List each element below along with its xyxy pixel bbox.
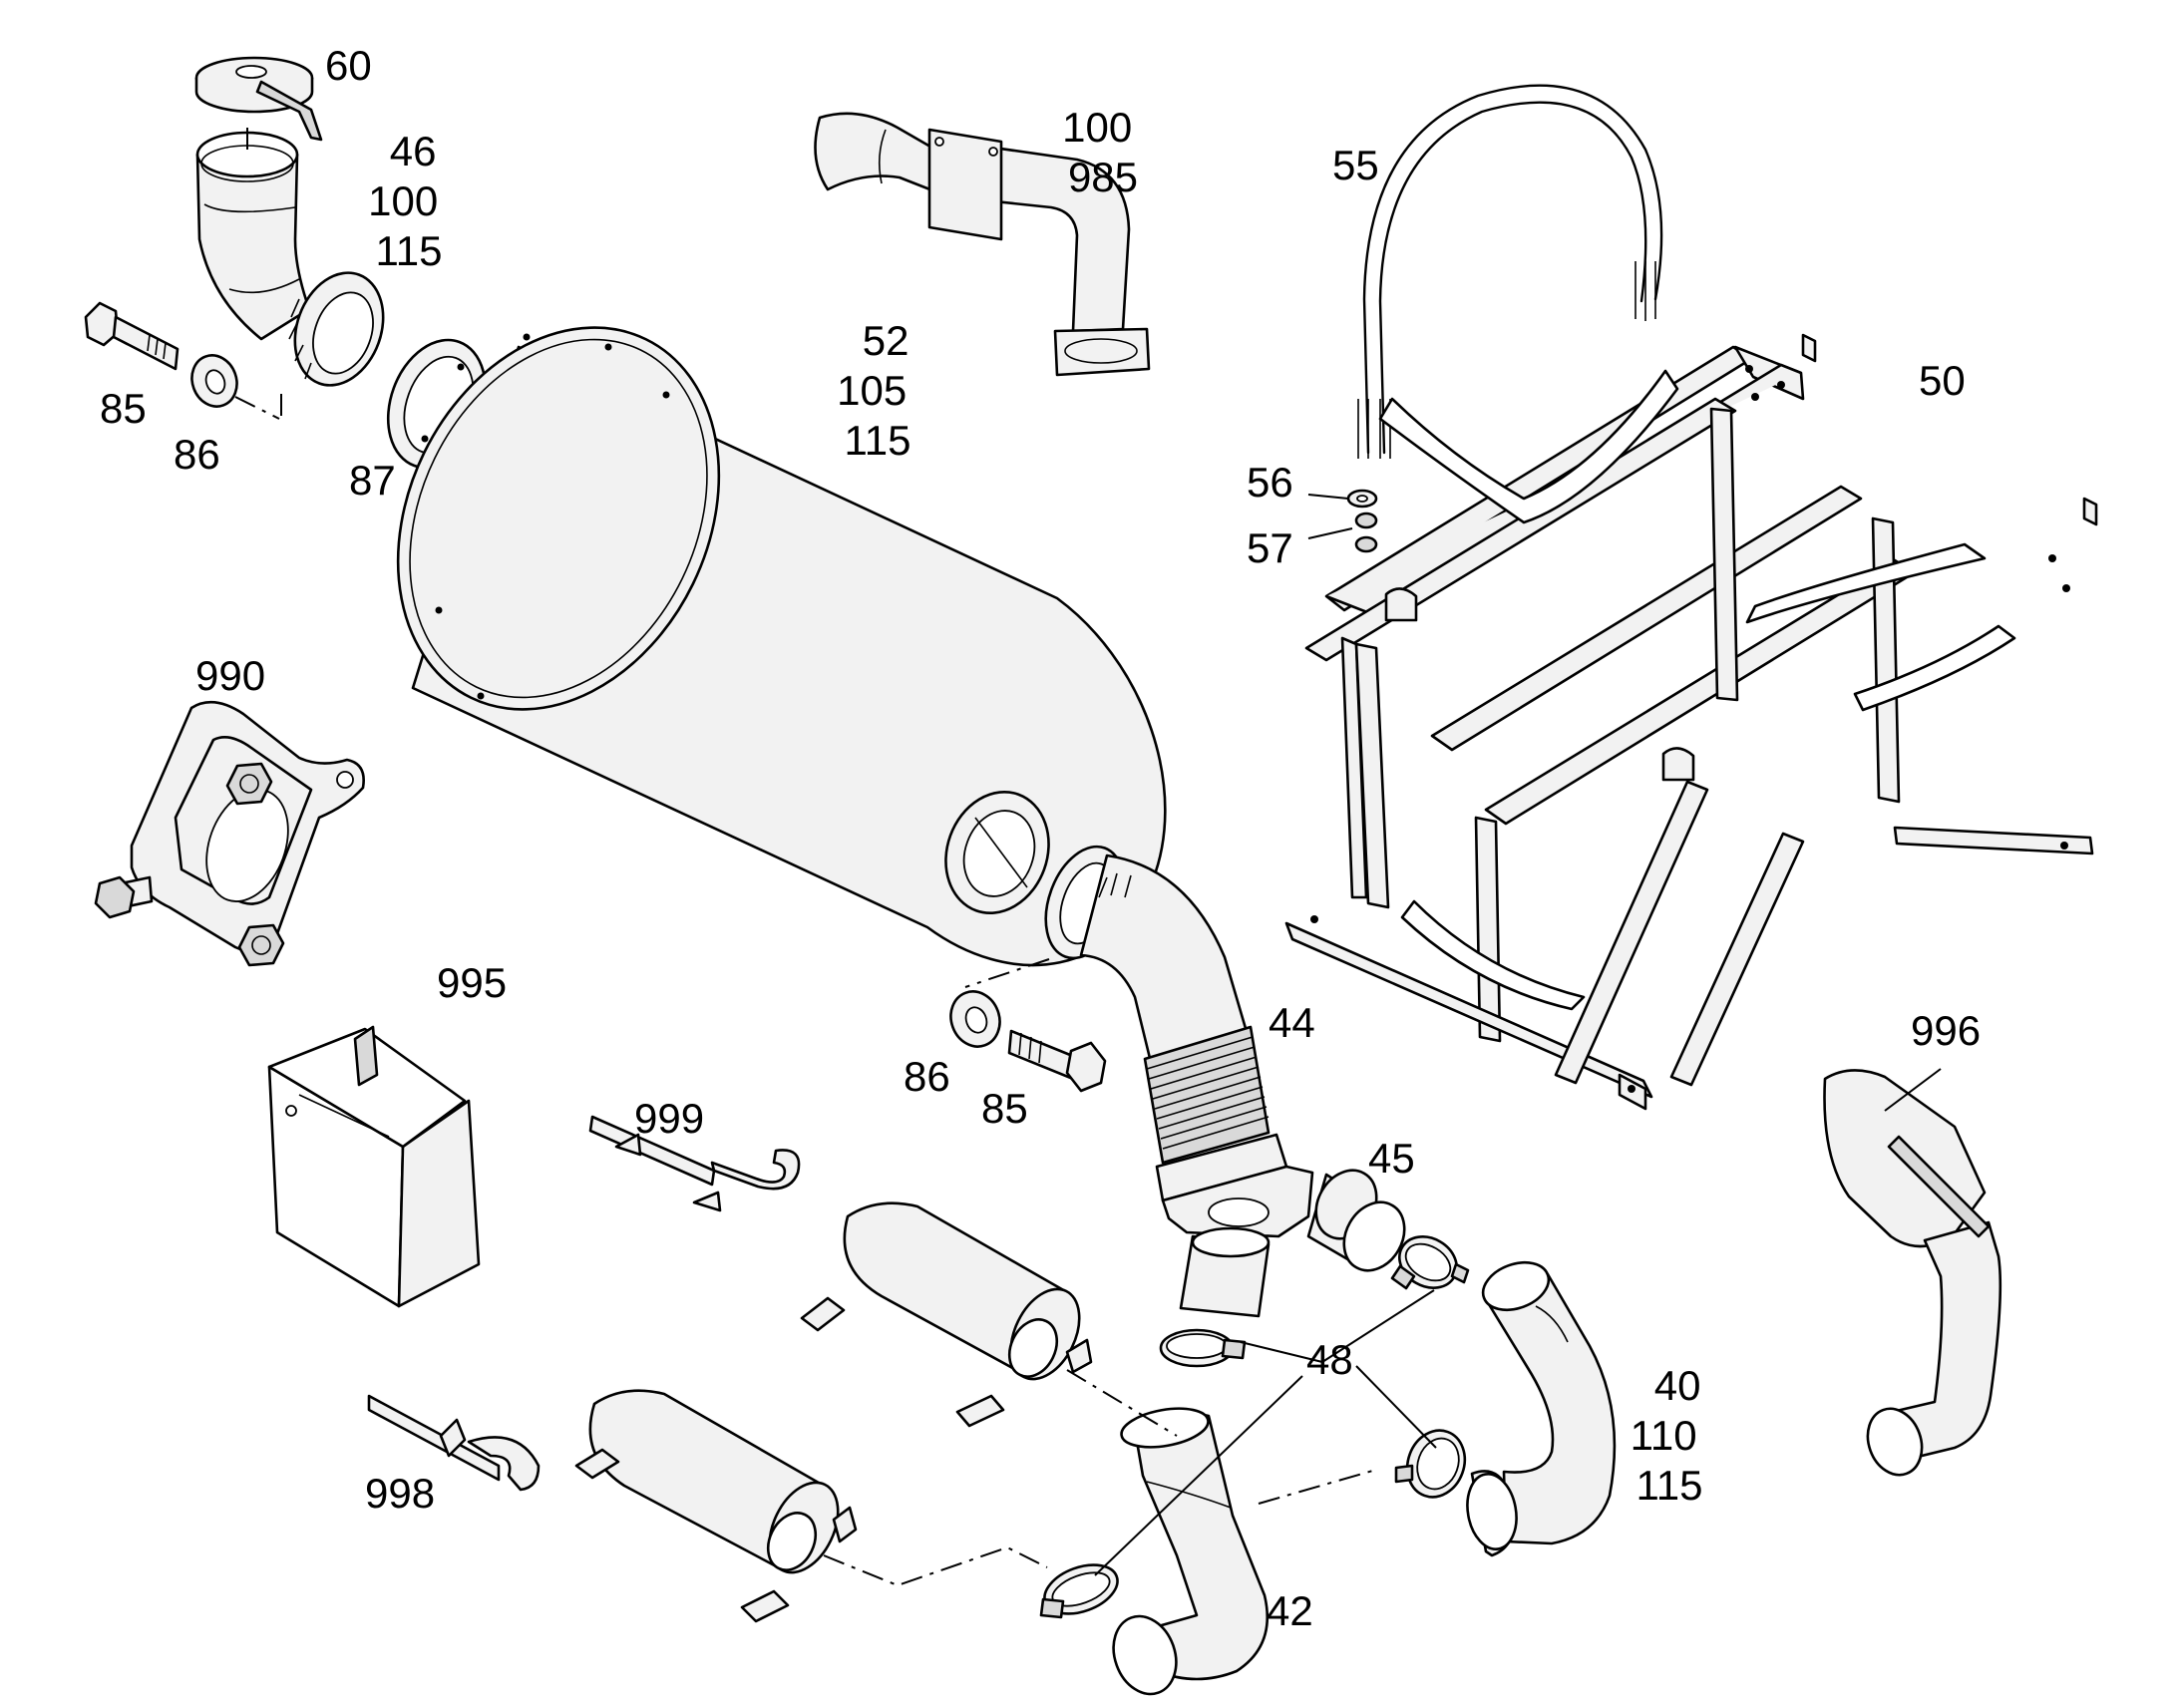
callout-55: 55 xyxy=(1332,142,1379,188)
callout-52-105-115: 52 105 115 xyxy=(837,317,920,464)
callout-57: 57 xyxy=(1247,524,1293,571)
support-frame-part-50 xyxy=(1284,333,2098,1111)
callout-87: 87 xyxy=(349,457,396,504)
callout-46-100-115: 46 100 115 xyxy=(368,128,450,274)
callout-40-110-115: 40 110 115 xyxy=(1631,1362,1713,1509)
clamp-part-48-a xyxy=(1159,1328,1247,1368)
callout-999: 999 xyxy=(634,1095,704,1142)
silencer-drum-part-52 xyxy=(396,326,1167,967)
callout-42: 42 xyxy=(1267,1587,1313,1634)
bracket-part-999 xyxy=(588,1115,801,1212)
washer-part-86-lower xyxy=(949,990,1001,1048)
muffler-lower xyxy=(574,1389,858,1623)
callout-998: 998 xyxy=(365,1470,435,1517)
callout-990: 990 xyxy=(195,652,265,699)
leader-lines xyxy=(246,128,1942,1576)
clamp-part-48-b xyxy=(1390,1235,1470,1290)
upper-elbow-pipe-part-46 xyxy=(195,131,385,387)
callout-995: 995 xyxy=(437,959,507,1006)
callout-50: 50 xyxy=(1919,357,1966,404)
leader-57 xyxy=(1307,527,1353,539)
clamp-part-48-d xyxy=(1039,1563,1119,1619)
y-pipe-part-42 xyxy=(1112,1407,1270,1696)
bellows-elbow-part-44 xyxy=(1044,845,1314,1238)
bracket-part-998 xyxy=(367,1394,541,1492)
bent-pipe-part-40 xyxy=(1466,1260,1617,1557)
bolt-part-85-lower xyxy=(1007,1029,1107,1093)
assembly-line-washer-86-upper xyxy=(234,396,280,420)
drum-rivets xyxy=(421,333,670,700)
callout-86-lower: 86 xyxy=(904,1053,950,1100)
heat-shield-part-995 xyxy=(267,1025,481,1308)
muffler-upper xyxy=(800,1201,1093,1428)
u-strap-part-55 xyxy=(1357,84,1663,459)
tail-pipe-part-100 xyxy=(814,112,1151,377)
rain-cap-part-60 xyxy=(194,56,323,142)
callout-85-lower: 85 xyxy=(981,1085,1028,1132)
clamp-part-48-c xyxy=(1394,1429,1467,1499)
callout-56: 56 xyxy=(1247,459,1293,506)
washer-part-86-upper xyxy=(190,354,238,408)
washer-part-56 xyxy=(1346,489,1378,509)
leader-56 xyxy=(1307,494,1349,500)
callout-60: 60 xyxy=(325,42,372,89)
exhaust-flange-part-990 xyxy=(94,700,365,967)
callout-45: 45 xyxy=(1368,1135,1415,1182)
nut-part-57 xyxy=(1354,512,1378,553)
callout-996: 996 xyxy=(1911,1007,1981,1054)
outlet-sleeve-lower xyxy=(1179,1226,1271,1318)
callout-labels: 60 46 100 115 85 86 87 100 985 52 105 11… xyxy=(100,42,1981,1634)
callout-100-985: 100 985 xyxy=(1062,104,1144,200)
callout-85-upper: 85 xyxy=(100,385,147,432)
exhaust-stack-part-996 xyxy=(1823,1069,2002,1477)
callout-86-upper: 86 xyxy=(174,431,220,478)
sleeve-part-45 xyxy=(1306,1169,1406,1272)
callout-44: 44 xyxy=(1269,999,1315,1046)
assembly-lines xyxy=(823,1369,1377,1587)
assembly-line-washer-86-lower xyxy=(964,958,1050,988)
bolt-part-85-upper xyxy=(84,301,180,371)
callout-48: 48 xyxy=(1306,1336,1353,1383)
